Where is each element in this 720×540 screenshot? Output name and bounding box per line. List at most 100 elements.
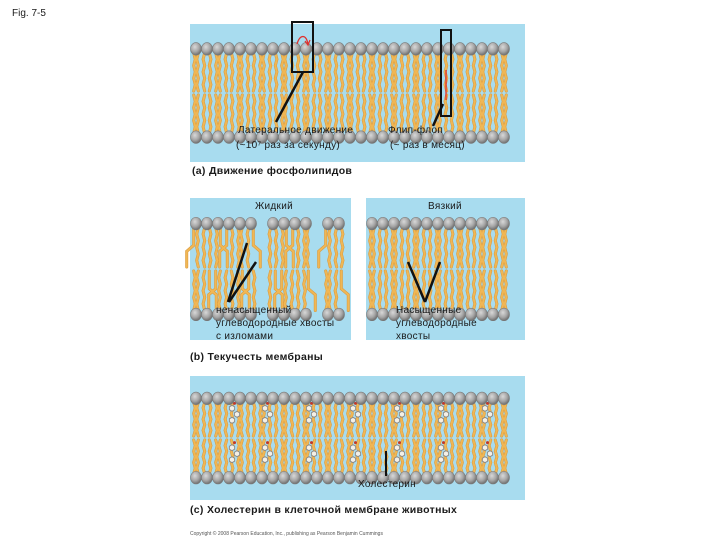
phospholipid-head [300,307,312,322]
phospholipid-head [245,216,257,231]
lipid-tail-highlight [324,401,329,437]
lipid-tail-highlight [185,226,195,268]
hydroxyl-group [310,401,313,405]
lipid-tail-highlight [340,226,344,268]
lipid-tail-highlight [481,270,486,312]
phospholipid-head [421,391,433,405]
steroid-ring [486,410,494,418]
lipid-tail-highlight [356,439,360,475]
lipid-tail-highlight [280,51,285,92]
lipid-tail-highlight [268,401,272,437]
cholesterol-molecule [437,401,450,464]
lipid-tail-highlight [466,270,470,312]
lipid-tail-highlight [466,226,470,268]
phospholipid-head [245,471,257,485]
lipid-tail-highlight [274,439,278,475]
lipid-tail-highlight [472,401,476,437]
lipid-tail-highlight [459,270,464,312]
lipid-tail-highlight [444,439,448,475]
lipid-tail-highlight [378,226,382,268]
lipid-tail-highlight [296,226,300,268]
lipid-tail-highlight [273,270,283,312]
lipid-tail-highlight [239,51,244,92]
hydroxyl-group [266,441,269,445]
lipid-tail-highlight [195,51,200,92]
lipid-tail-highlight [428,94,432,135]
lipid-tail-highlight [290,270,294,312]
phospholipid-head [377,42,389,56]
phospholipid-head [421,42,433,56]
lipid-tail-highlight [478,439,483,475]
steroid-ring [261,416,269,424]
steroid-ring [481,416,489,424]
phospholipid-head [355,391,367,405]
hydroxyl-group [354,401,357,405]
phospholipid-head [333,307,345,322]
steroid-ring [349,404,357,412]
phospholipid-head [366,130,378,144]
phospholipid-head [410,42,422,56]
phospholipid-head [454,42,466,56]
lipid-tail-highlight [334,51,338,92]
lipid-tail-highlight [296,401,300,437]
panel-b-caption: (b) Текучесть мембраны [190,351,324,363]
tail-highlight-layer [192,51,508,135]
cholesterol-label: Холестерин [358,479,416,490]
lipid-tail-highlight [472,226,476,268]
lipid-tail-highlight [305,226,310,268]
phospholipid-head [322,391,334,405]
hydroxyl-group [398,441,401,445]
lipid-tail-highlight [444,94,448,135]
lipid-tail-highlight [202,226,206,268]
lipid-tail-highlight [268,94,272,135]
phospholipid-head [201,130,213,144]
lipid-tail-highlight [318,94,322,135]
lipid-tail-highlight [488,401,492,437]
phospholipid-head [421,216,433,231]
lipid-tail-highlight [268,51,272,92]
fluid-title: Жидкий [255,201,294,212]
lipid-tail-highlight [236,270,241,312]
steroid-ring [442,450,450,458]
steroid-ring [481,456,489,464]
phospholipid-head [498,216,510,231]
steroid-ring [349,416,357,424]
lipid-tail-highlight [356,51,360,92]
phospholipid-head [498,307,510,322]
phospholipid-head [267,391,279,405]
hydroxyl-group [266,401,269,405]
lipid-tail-highlight [274,94,278,135]
unsaturated-tails-label: ненасыщенный углеводородные хвосты с изл… [216,305,335,342]
flip-flop-pointer-line [431,103,445,127]
phospholipid-head [454,216,466,231]
phospholipid-head [212,42,224,56]
lipid-tail-highlight [224,401,228,437]
lipid-tail-highlight [400,270,404,312]
lipid-tail-highlight [371,401,376,437]
lipid-tail-highlight [494,94,498,135]
hydroxyl-group [442,441,445,445]
lipid-tail-highlight [224,51,228,92]
lipid-tail-highlight [340,401,344,437]
lipid-tail-highlight [434,270,439,312]
lipid-tail-highlight [346,401,351,437]
lipid-tail-highlight [415,401,420,437]
phospholipid-head [388,216,400,231]
phospholipid-head [465,471,477,485]
lipid-tail-highlight [393,270,398,312]
phospholipid-head [465,130,477,144]
phospholipid-head [410,391,422,405]
unsaturated-pointer-line [226,242,249,303]
saturated-pointer-line [406,261,427,303]
lipid-tail-highlight [384,51,388,92]
lipid-tail-highlight [230,94,234,135]
phospholipid-head [223,42,235,56]
steroid-ring [310,450,318,458]
lipid-tail-highlight [500,401,505,437]
phospholipid-head [399,216,411,231]
lipid-tail-highlight [217,439,222,475]
lipid-tail-highlight [252,94,256,135]
lipid-tail-highlight [318,401,322,437]
lipid-tail-highlight [236,401,241,437]
